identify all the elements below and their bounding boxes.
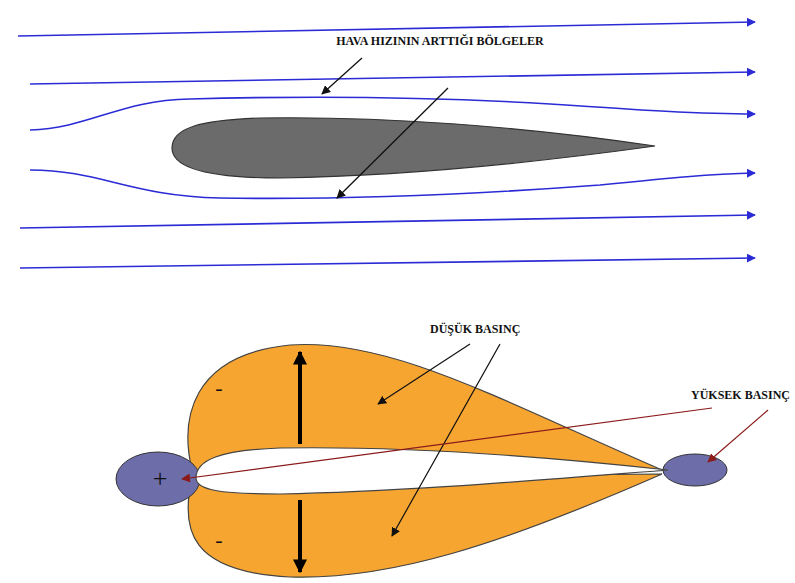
high-pressure-region [663, 454, 727, 486]
sign-symbol: - [215, 526, 222, 554]
high-pressure-region [116, 452, 200, 506]
force-arrows [298, 352, 302, 572]
streamlines [18, 22, 755, 268]
leader-lines [182, 408, 768, 479]
airfoil [196, 448, 668, 494]
region-label: HAVA HIZININ ARTTIĞI BÖLGELER [310, 34, 570, 49]
region-label: DÜŞÜK BASINÇ [430, 322, 520, 337]
sign-symbol: - [215, 374, 222, 402]
leader-lines [378, 344, 500, 536]
leader-lines [322, 58, 448, 198]
sign-symbol: + [153, 463, 168, 496]
region-label: YÜKSEK BASINÇ [691, 388, 790, 403]
airfoil [172, 118, 655, 178]
